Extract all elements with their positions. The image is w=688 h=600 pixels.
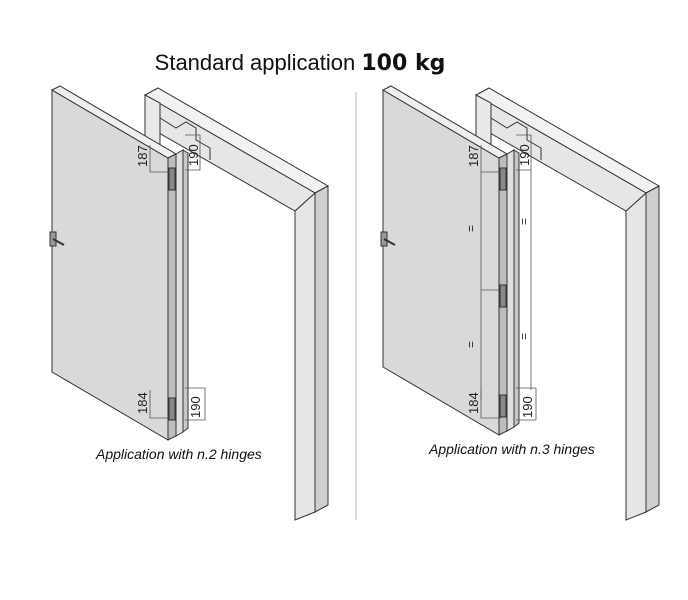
right-figure: 187 190 184 190 = = = = xyxy=(380,85,661,521)
right-hinge-top xyxy=(499,167,507,191)
left-dim-187: 187 xyxy=(135,145,150,167)
left-hinge-bottom xyxy=(168,397,176,421)
right-door-panel xyxy=(381,85,520,436)
right-dim-middle xyxy=(480,170,532,400)
right-hinge-bottom xyxy=(499,394,507,418)
left-dim-190-top: 190 xyxy=(186,144,201,166)
left-dim-184: 184 xyxy=(135,392,150,414)
right-equal-lower-left: = xyxy=(464,341,478,348)
right-dim-bottom xyxy=(480,387,537,421)
title-weight: 100 kg xyxy=(361,51,446,76)
left-hinge-top xyxy=(168,167,176,191)
left-dim-190-bottom: 190 xyxy=(188,396,203,418)
right-equal-upper-left: = xyxy=(464,225,478,232)
left-door-handle xyxy=(49,231,65,247)
right-equal-upper-right: = xyxy=(517,218,531,225)
caption-two-hinges: Application with n.2 hinges xyxy=(96,446,262,462)
left-dim-bottom xyxy=(149,387,206,421)
right-dim-187: 187 xyxy=(466,145,481,167)
left-door-panel xyxy=(50,85,189,441)
left-dim-top xyxy=(149,134,201,173)
left-door-frame xyxy=(143,87,330,521)
page-title: Standard application 100 kg xyxy=(0,50,600,76)
right-hinge-middle xyxy=(499,284,507,308)
right-dim-190-top: 190 xyxy=(517,144,532,166)
right-dim-184: 184 xyxy=(466,392,481,414)
right-equal-lower-right: = xyxy=(517,333,531,340)
title-text: Standard application xyxy=(154,50,356,75)
left-figure: 187 190 184 190 xyxy=(49,85,330,521)
right-door-handle xyxy=(380,231,396,247)
caption-three-hinges: Application with n.3 hinges xyxy=(429,441,595,457)
right-dim-190-bottom: 190 xyxy=(520,396,535,418)
right-door-frame xyxy=(474,87,661,521)
